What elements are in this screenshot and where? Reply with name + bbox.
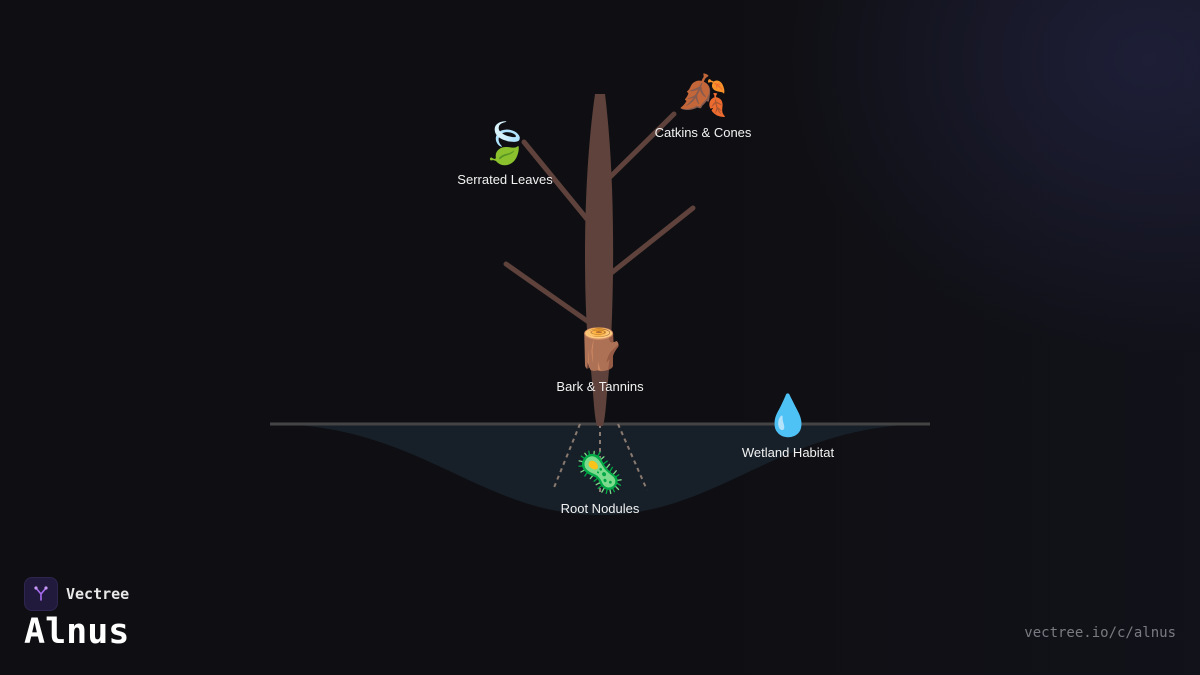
node-label-bark-tannins: Bark & Tannins — [556, 379, 644, 394]
branch-logo-icon — [24, 577, 58, 611]
source-url[interactable]: vectree.io/c/alnus — [1024, 625, 1176, 641]
node-label-wetland-habitat: Wetland Habitat — [741, 445, 835, 460]
page-title: Alnus — [24, 612, 130, 652]
log-icon: 🪵 — [575, 327, 625, 373]
brand-name: Vectree — [66, 585, 130, 603]
node-label-serrated-leaves: Serrated Leaves — [457, 172, 553, 187]
branch-middle-right — [597, 205, 696, 285]
water-drop-icon: 💧 — [763, 393, 813, 439]
root-left — [552, 423, 581, 491]
microbe-icon: 🦠 — [575, 450, 625, 496]
node-label-catkins-cones: Catkins & Cones — [654, 125, 752, 140]
leaf-icon: 🍃 — [480, 121, 530, 167]
soil-basin — [270, 424, 930, 515]
fallen-leaves-icon: 🍂 — [678, 73, 728, 119]
tree-trunk — [585, 94, 614, 426]
branch-upper-right — [599, 111, 677, 188]
node-label-root-nodules: Root Nodules — [560, 501, 640, 516]
brand: Vectree — [24, 577, 129, 611]
branch-lower-left — [503, 261, 603, 333]
